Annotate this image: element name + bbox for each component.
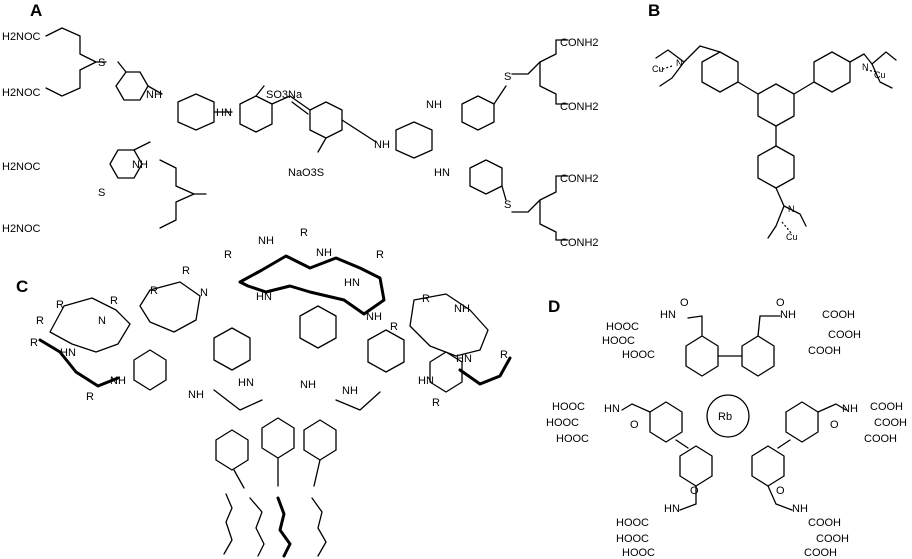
label-a-27: S (504, 199, 511, 211)
panel-d-letter: D (548, 297, 560, 316)
label-c-0: R (224, 249, 232, 261)
label-d-8: HOOC (556, 433, 589, 445)
panel-b-letter: B (648, 1, 660, 20)
label-d-24: O (680, 297, 689, 309)
label-a-26: S (504, 71, 511, 83)
panel-a-letter: A (30, 1, 42, 20)
label-a-24: S (98, 57, 105, 69)
label-d-5: COOH (808, 345, 841, 357)
label-a-4: CONH2 (560, 37, 599, 49)
label-c-28: HN (456, 353, 472, 365)
label-c-6: R (110, 295, 118, 307)
label-a-25: S (98, 187, 105, 199)
label-d-23: NH (792, 503, 808, 515)
panel-c: C R R R R R R R R (16, 227, 512, 558)
label-c-27: HN (418, 375, 434, 387)
label-c-15: NH (316, 247, 332, 259)
label-a-0: H2NOC (2, 31, 41, 43)
label-c-1: R (300, 227, 308, 239)
label-c-17: NH (366, 311, 382, 323)
label-a-9: NaO3S (288, 167, 324, 179)
label-c-22: NH (110, 375, 126, 387)
label-c-10: R (422, 293, 430, 305)
label-c-29: NH (454, 303, 470, 315)
label-d-9: COOH (870, 401, 903, 413)
label-d-19: NH (780, 309, 796, 321)
label-d-18: HN (660, 309, 676, 321)
rb-label: Rb (718, 411, 732, 423)
label-c-20: N (98, 315, 106, 327)
label-d-6: HOOC (552, 401, 585, 413)
label-d-10: COOH (874, 417, 907, 429)
label-d-12: HOOC (616, 517, 649, 529)
label-b-0: Cu (652, 64, 664, 74)
label-b-1: Cu (874, 70, 886, 80)
label-d-27: O (830, 419, 839, 431)
label-d-13: HOOC (616, 533, 649, 545)
label-c-11: R (390, 321, 398, 333)
label-d-26: O (630, 419, 639, 431)
label-d-4: COOH (828, 329, 861, 341)
label-d-17: COOH (804, 547, 837, 559)
label-c-12: R (500, 349, 508, 361)
label-c-26: NH (342, 385, 358, 397)
label-c-13: R (432, 397, 440, 409)
rb-circle (706, 394, 750, 438)
label-d-16: COOH (816, 533, 849, 545)
label-d-11: COOH (864, 433, 897, 445)
label-c-21: HN (60, 347, 76, 359)
label-d-29: O (776, 485, 785, 497)
panel-d: D Rb HOOC HOOC HOOC COOH COOH COOH HOOC … (546, 297, 907, 559)
label-c-18: HN (256, 291, 272, 303)
label-a-7: CONH2 (560, 237, 599, 249)
label-d-22: HN (664, 503, 680, 515)
label-a-1: H2NOC (2, 87, 41, 99)
label-a-2: H2NOC (2, 161, 41, 173)
label-d-3: COOH (822, 309, 855, 321)
label-a-10: NH (146, 89, 162, 101)
label-c-23: NH (188, 389, 204, 401)
label-c-8: R (30, 337, 38, 349)
panel-c-letter: C (16, 277, 28, 296)
label-d-7: HOOC (546, 417, 579, 429)
panel-a: A H2NOC H2NOC H (2, 1, 599, 249)
label-c-24: HN (238, 377, 254, 389)
label-a-6: CONH2 (560, 173, 599, 185)
label-a-15: HN (434, 167, 450, 179)
label-d-25: O (776, 297, 785, 309)
panel-b: B Cu Cu Cu N N N (648, 1, 897, 242)
label-a-13: NH (374, 139, 390, 151)
label-c-5: R (56, 299, 64, 311)
label-d-15: COOH (808, 517, 841, 529)
label-b-5: N (788, 204, 795, 214)
label-c-9: R (86, 391, 94, 403)
label-b-3: N (676, 58, 683, 68)
label-d-0: HOOC (606, 321, 639, 333)
label-b-4: N (862, 62, 869, 72)
label-a-3: H2NOC (2, 223, 41, 235)
label-b-2: Cu (786, 232, 798, 242)
label-c-19: N (200, 287, 208, 299)
label-d-2: HOOC (622, 349, 655, 361)
label-c-4: R (150, 285, 158, 297)
label-d-20: HN (604, 403, 620, 415)
label-c-25: NH (300, 379, 316, 391)
label-c-2: R (376, 249, 384, 261)
label-c-16: HN (344, 277, 360, 289)
label-c-14: NH (258, 235, 274, 247)
label-a-5: CONH2 (560, 101, 599, 113)
label-a-8: SO3Na (266, 89, 303, 101)
label-d-14: HOOC (622, 547, 655, 559)
label-d-28: O (690, 485, 699, 497)
label-a-11: NH (132, 159, 148, 171)
label-c-7: R (36, 315, 44, 327)
label-d-1: HOOC (602, 335, 635, 347)
label-c-3: R (182, 265, 190, 277)
label-d-21: NH (842, 403, 858, 415)
label-a-14: NH (426, 99, 442, 111)
label-a-12: HN (216, 107, 232, 119)
